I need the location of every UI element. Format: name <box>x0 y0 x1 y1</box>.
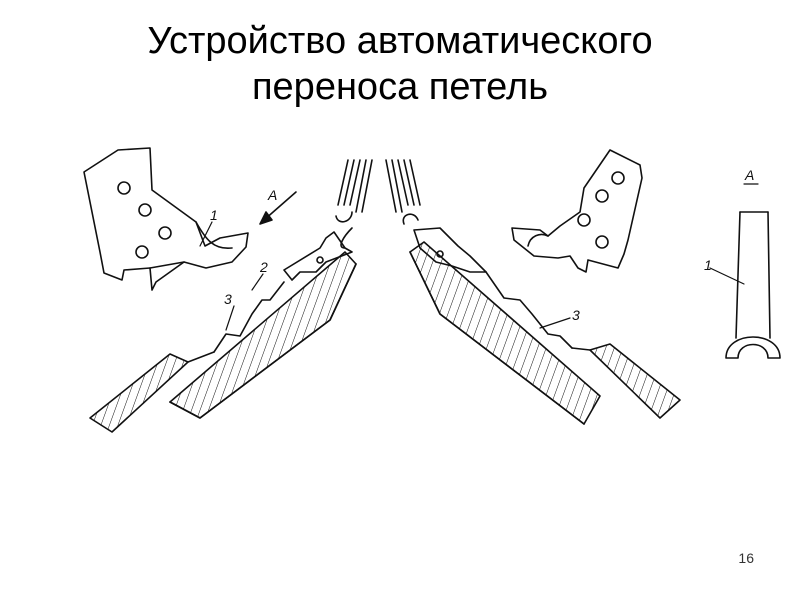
label-part-2: 2 <box>259 259 268 275</box>
left-needle-bed <box>169 251 357 419</box>
leader-line-3-left <box>225 305 235 331</box>
label-part-3-left: 3 <box>224 291 232 307</box>
bracket-hole <box>611 171 625 185</box>
bracket-hole <box>158 226 172 240</box>
bracket-hole <box>577 213 591 227</box>
right-transfer-bracket <box>511 149 643 273</box>
bracket-hole <box>117 181 131 195</box>
label-view-a-title: А <box>744 167 754 183</box>
bracket-hole <box>138 203 152 217</box>
label-part-3-right: 3 <box>572 307 580 323</box>
needles-left <box>335 159 373 223</box>
left-transfer-bracket <box>83 147 249 291</box>
bracket-hole <box>135 245 149 259</box>
slide-title: Устройство автоматического переноса пете… <box>0 18 800 110</box>
leader-line-2 <box>251 273 264 291</box>
label-part-1-view: 1 <box>704 257 712 273</box>
left-transfer-spring <box>283 227 353 281</box>
view-a-element <box>709 183 781 359</box>
needles-right <box>385 159 421 225</box>
right-needle-bed <box>409 241 601 425</box>
label-part-1-left: 1 <box>210 207 218 223</box>
leader-line-3-right <box>539 317 571 329</box>
title-line-1: Устройство автоматического <box>147 20 653 62</box>
label-view-a-arrow: А <box>267 187 277 203</box>
view-a-arrow <box>259 191 297 225</box>
title-line-2: переноса петель <box>251 66 549 108</box>
bracket-hole <box>595 235 609 249</box>
bracket-hole <box>595 189 609 203</box>
page-number: 16 <box>738 550 754 566</box>
right-lower-bar <box>571 343 681 419</box>
left-lower-bar <box>89 351 215 433</box>
leader-line-1 <box>199 221 213 247</box>
